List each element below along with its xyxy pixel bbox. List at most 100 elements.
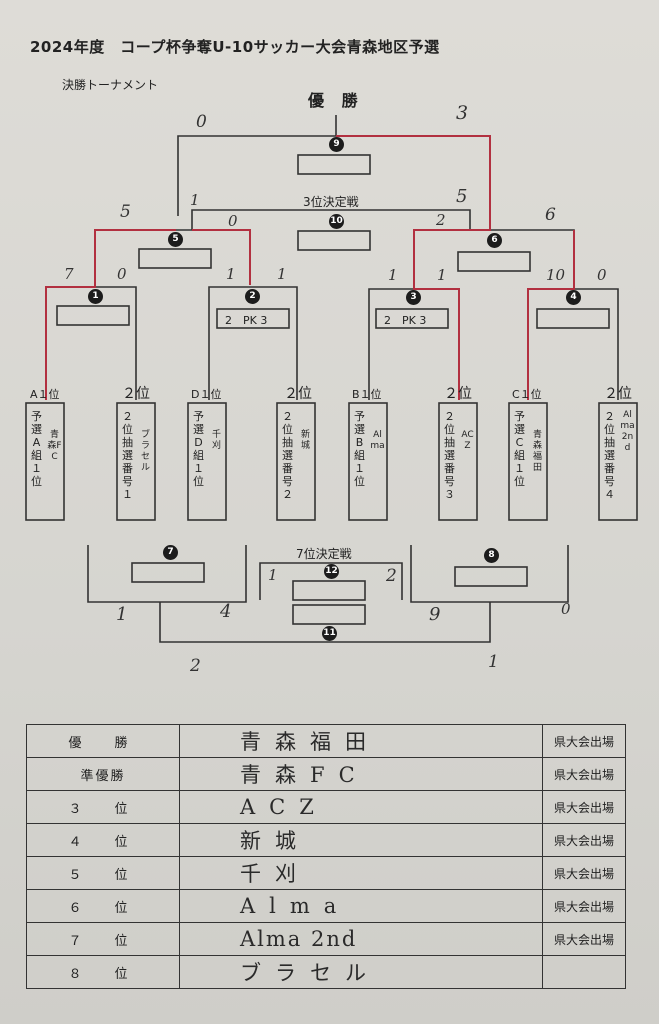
slot-team-name: Alma [370, 430, 385, 451]
result-rank: 準優勝 [26, 757, 180, 791]
slot-team-name: 青森福田 [532, 430, 542, 473]
score: 0 [196, 112, 207, 132]
m8-score-box [454, 566, 528, 587]
table-row: 優 勝青森福田県大会出場 [26, 724, 626, 758]
pk-result: 2 PK 3 [384, 314, 427, 327]
result-team: Alma [179, 889, 543, 923]
page-title: 2024年度 コープ杯争奪U-10サッカー大会青森地区予選 [30, 38, 440, 56]
slot-description: 予選C組１位 [514, 410, 525, 488]
fifth-place-line [159, 602, 491, 643]
score: 2 [386, 566, 397, 586]
score: 0 [117, 265, 127, 283]
result-status: 県大会出場 [542, 856, 626, 890]
slot-rank: ２位 [444, 386, 472, 402]
result-team: ブラセル [179, 955, 543, 989]
seventh-score-box-b [292, 604, 366, 625]
score: 1 [437, 266, 447, 284]
slot-team-name: ACZ [461, 430, 474, 451]
result-team: 新城 [179, 823, 543, 857]
slot-team-name: Alma 2nd [620, 410, 635, 453]
result-team: ACZ [179, 790, 543, 824]
slot-rank: ２位 [122, 386, 150, 402]
result-rank: ８ 位 [26, 955, 180, 989]
score: 1 [277, 265, 287, 283]
table-row: ４ 位新城県大会出場 [26, 823, 626, 857]
winner-paths [45, 135, 575, 400]
result-status: 県大会出場 [542, 823, 626, 857]
qf2-score-box [216, 308, 290, 329]
match-number: 4 [566, 290, 581, 305]
match-number: 5 [168, 232, 183, 247]
result-team: 千刈 [179, 856, 543, 890]
score: 0 [561, 600, 571, 618]
score: 1 [226, 265, 236, 283]
score: 7 [64, 265, 74, 283]
champion-label: 優 勝 [308, 91, 364, 110]
third-place-line [191, 209, 471, 230]
third-place-label: 3位決定戦 [303, 195, 359, 209]
result-team: Alma 2nd [179, 922, 543, 956]
result-rank: ４ 位 [26, 823, 180, 857]
score: 3 [456, 102, 469, 124]
result-status: 県大会出場 [542, 922, 626, 956]
result-team: 青森福田 [179, 724, 543, 758]
match7-line [87, 545, 247, 603]
result-status: 県大会出場 [542, 889, 626, 923]
score: 4 [220, 601, 232, 622]
slot-description: 予選B組１位 [354, 410, 365, 488]
slot-description: ２位抽選番号１ [122, 410, 133, 501]
score: 0 [228, 212, 238, 230]
table-row: ５ 位千刈県大会出場 [26, 856, 626, 890]
match-number: 11 [322, 626, 337, 641]
result-rank: 優 勝 [26, 724, 180, 758]
third-score-box [297, 230, 371, 251]
slot-rank: D１位 [191, 388, 222, 401]
qf1-score-box [56, 305, 130, 326]
slot-rank: A１位 [30, 388, 60, 401]
score: 5 [120, 202, 131, 222]
semi-right-score-box [457, 251, 531, 272]
match-number: 3 [406, 290, 421, 305]
slot-team-name: 新城 [300, 430, 310, 451]
score: 1 [190, 191, 200, 209]
slot-description: 予選A組１位 [31, 410, 42, 488]
score: 1 [116, 604, 128, 625]
slot-description: ２位抽選番号３ [444, 410, 455, 501]
result-rank: ６ 位 [26, 889, 180, 923]
qf2-line [208, 286, 298, 400]
match-number: 9 [329, 137, 344, 152]
qf3-score-box [375, 308, 449, 329]
result-rank: ３ 位 [26, 790, 180, 824]
table-row: ８ 位ブラセル [26, 955, 626, 989]
result-status: 県大会出場 [542, 790, 626, 824]
score: 9 [429, 604, 441, 625]
seventh-score-box-a [292, 580, 366, 601]
score: 2 [436, 211, 446, 229]
qf4-score-box [536, 308, 610, 329]
slot-description: 予選D組１位 [193, 410, 204, 488]
seventh-line [259, 562, 403, 600]
match-number: 2 [245, 289, 260, 304]
semi-left-score-box [138, 248, 212, 269]
result-status: 県大会出場 [542, 724, 626, 758]
slot-description: ２位抽選番号４ [604, 410, 615, 501]
match-number: 8 [484, 548, 499, 563]
score: 1 [388, 266, 398, 284]
score: 1 [488, 652, 499, 672]
score: 1 [268, 566, 278, 584]
final-score-box [297, 154, 371, 175]
slot-team-name: 千刈 [211, 430, 221, 451]
result-status: 県大会出場 [542, 757, 626, 791]
slot-team-name: ブラセル [140, 430, 150, 473]
match-number: 7 [163, 545, 178, 560]
slot-rank: ２位 [284, 386, 312, 402]
match-number: 6 [487, 233, 502, 248]
match-number: 10 [329, 214, 344, 229]
slot-rank: ２位 [604, 386, 632, 402]
result-rank: ５ 位 [26, 856, 180, 890]
